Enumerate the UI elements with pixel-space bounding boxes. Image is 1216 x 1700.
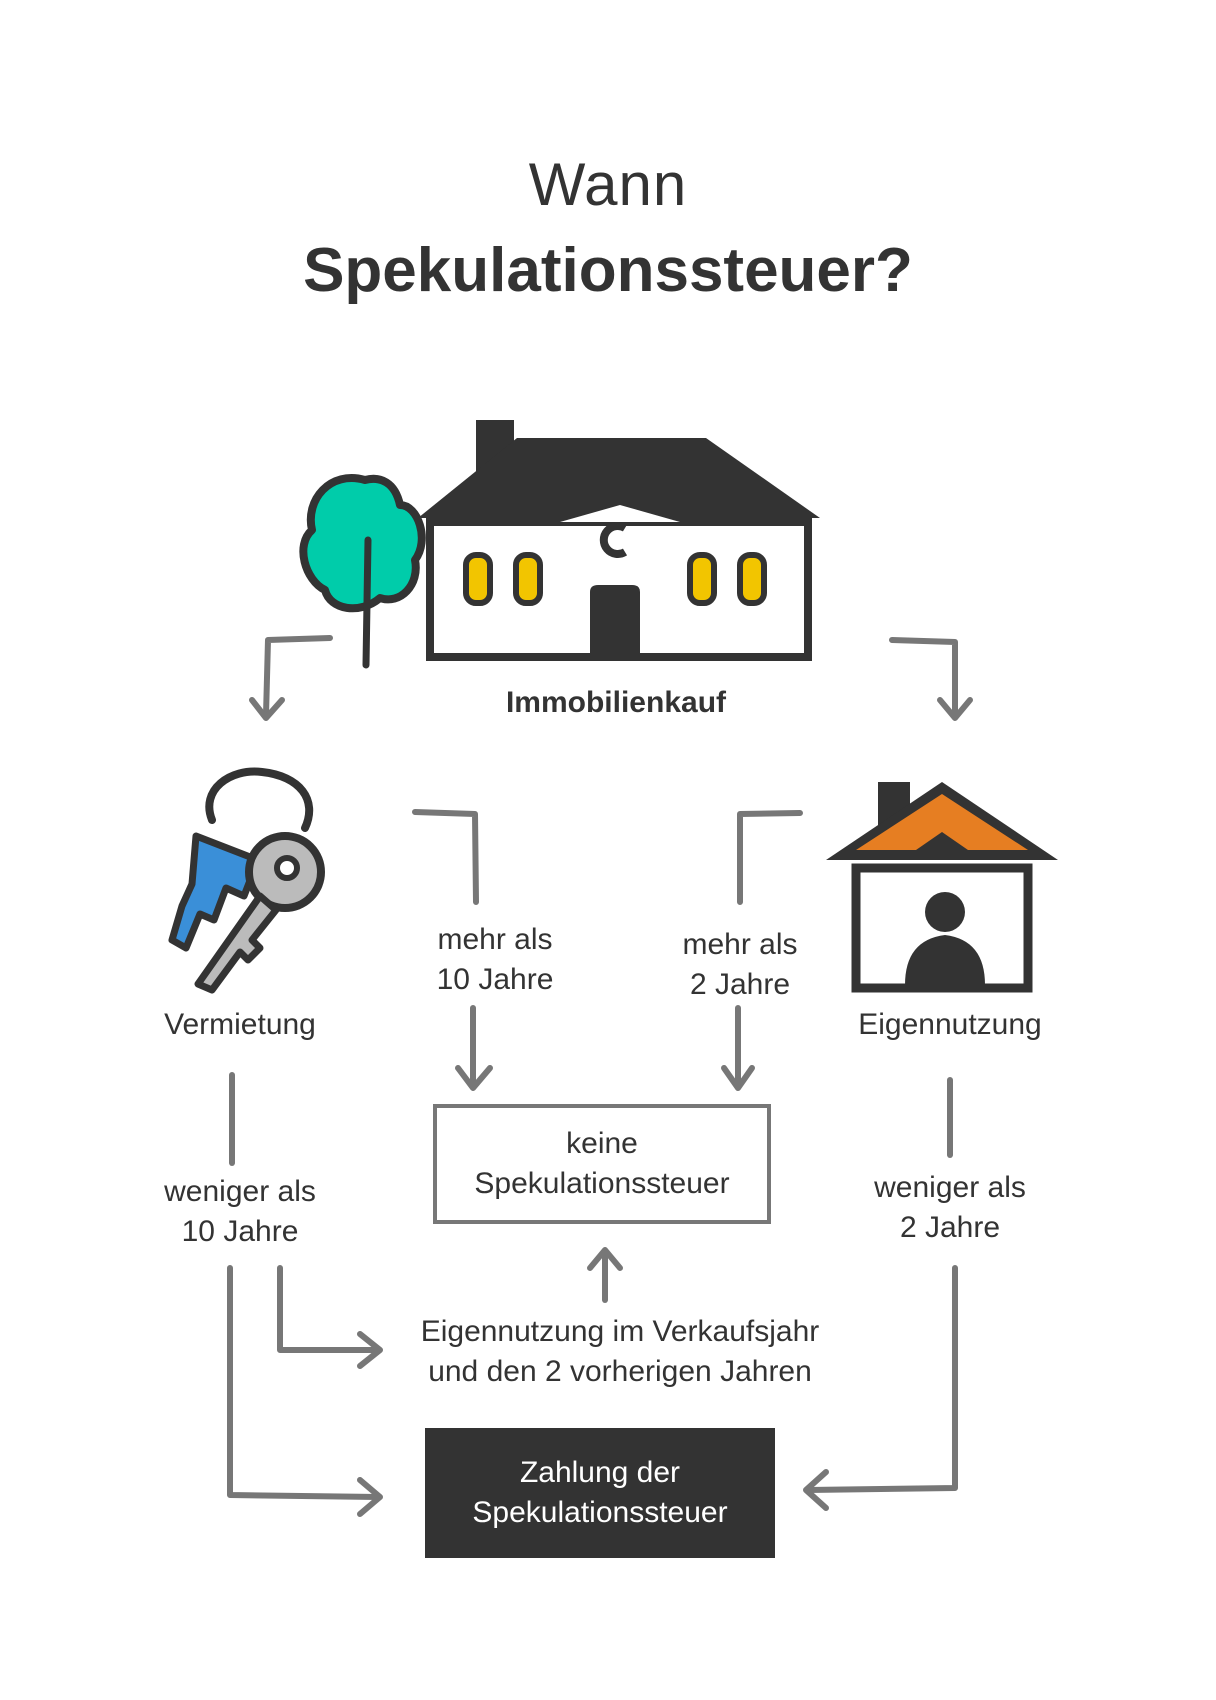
own-more-line-1: mehr als (682, 928, 798, 961)
arrow-own-more (737, 810, 803, 905)
arrow-rental-more (412, 809, 479, 905)
arrow-purchase-to-own-use (889, 637, 958, 718)
arrow-rental-exception (277, 1265, 381, 1353)
keys-icon (168, 767, 325, 994)
rental-less-line-1: weniger als (164, 1175, 316, 1208)
rental-more-label: mehr als 10 Jahre (395, 920, 595, 1000)
rental-more-line-2: 10 Jahre (436, 963, 554, 996)
own-less-line-1: weniger als (874, 1171, 1026, 1204)
no-tax-box: keine Spekulationssteuer (433, 1104, 771, 1224)
pay-tax-line-1: Zahlung der (519, 1456, 681, 1489)
exception-line-2: und den 2 vorherigen Jahren (428, 1355, 812, 1388)
own-use-exception-label: Eigennutzung im Verkaufsjahr und den 2 v… (395, 1312, 845, 1392)
rental-less-line-2: 10 Jahre (181, 1215, 299, 1248)
title-line-2: Spekulationssteuer? (303, 236, 913, 305)
own-more-label: mehr als 2 Jahre (640, 925, 840, 1005)
own-less-label: weniger als 2 Jahre (840, 1168, 1060, 1248)
pay-tax-line-2: Spekulationssteuer (472, 1496, 728, 1529)
person-home-icon (826, 782, 1058, 993)
rental-less-label: weniger als 10 Jahre (130, 1172, 350, 1252)
arrow-purchase-to-rental (263, 635, 333, 718)
title-line-1: Wann (528, 151, 688, 218)
own-more-line-2: 2 Jahre (689, 968, 791, 1001)
house-with-tree-icon (299, 420, 820, 669)
no-tax-line-1: keine (566, 1127, 638, 1160)
own-less-line-2: 2 Jahre (899, 1211, 1001, 1244)
pay-tax-box: Zahlung der Spekulationssteuer (425, 1428, 775, 1558)
own-use-label: Eigennutzung (858, 1008, 1042, 1041)
exception-line-1: Eigennutzung im Verkaufsjahr (420, 1315, 820, 1348)
rental-label: Vermietung (164, 1008, 316, 1041)
purchase-label: Immobilienkauf (505, 686, 727, 719)
no-tax-line-2: Spekulationssteuer (474, 1167, 730, 1200)
rental-more-line-1: mehr als (437, 923, 553, 956)
